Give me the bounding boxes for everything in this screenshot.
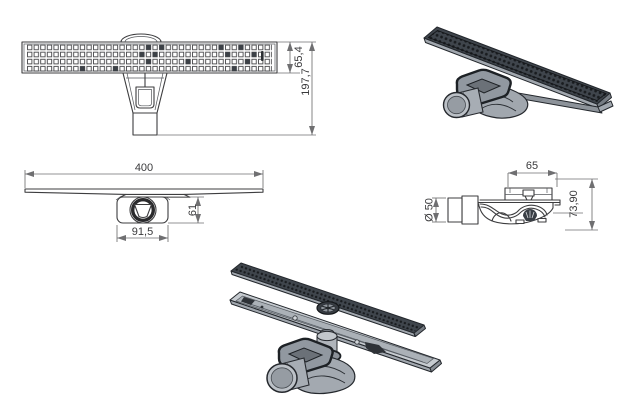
dim-channel-width-label: 65,4 [293, 46, 305, 67]
outlet-pipe-side [447, 195, 479, 225]
trap-front-view [115, 196, 171, 224]
dim-outlet-pipe-diameter-label: Ø 50 [424, 198, 436, 222]
dimension-overall-depth: 197,7 [157, 42, 316, 136]
dimension-trap-body-width: 91,5 [116, 225, 169, 242]
channel-section-block [504, 187, 553, 201]
clamp-bracket [365, 342, 386, 354]
trap-side-body [477, 199, 561, 225]
channel-body-front [24, 188, 264, 198]
funnel-insert [133, 203, 153, 219]
dimension-body-top-width: 65 [507, 160, 558, 187]
drain-cap-bump [120, 33, 162, 43]
dimension-outlet-pipe-diameter: Ø 50 [424, 197, 446, 223]
trap-isometric [442, 68, 529, 119]
seal-disc [316, 301, 340, 315]
grate-top-view [21, 41, 278, 74]
screw [354, 339, 360, 345]
dimension-channel-length: 400 [24, 162, 264, 188]
pipe-bore [447, 95, 466, 115]
pipe-bore [270, 367, 294, 389]
view-front-elevation: 400 61 91,5 [24, 162, 264, 242]
dim-body-top-width-label: 65 [526, 160, 538, 172]
dimension-overall-height: 73,90 [553, 178, 598, 231]
brand-mark [261, 51, 264, 61]
channel-isometric [423, 26, 612, 109]
dim-overall-depth-label: 197,7 [300, 68, 312, 96]
dim-trap-height-label: 61 [187, 204, 199, 216]
view-isometric-exploded [229, 262, 442, 395]
dimension-trap-height: 61 [168, 196, 204, 224]
dimension-channel-width: 65,4 [277, 41, 316, 74]
trap-top-view [122, 72, 168, 136]
grate-perforation-exploded [234, 265, 421, 332]
view-isometric-assembled [423, 26, 614, 119]
view-top-plan: 65,4 197,7 [21, 33, 316, 136]
screw [292, 315, 298, 321]
dim-trap-body-width-label: 91,5 [132, 226, 153, 238]
grate-perforation-iso [427, 30, 607, 102]
trap-exploded [266, 337, 356, 395]
clamp-bracket [241, 297, 255, 305]
outlet-ring [130, 198, 155, 223]
grate-dark-pixels [80, 45, 257, 71]
dim-channel-length-label: 400 [135, 162, 153, 174]
view-side-elevation: 65 [424, 160, 598, 231]
dim-overall-height-label: 73,90 [568, 190, 580, 218]
